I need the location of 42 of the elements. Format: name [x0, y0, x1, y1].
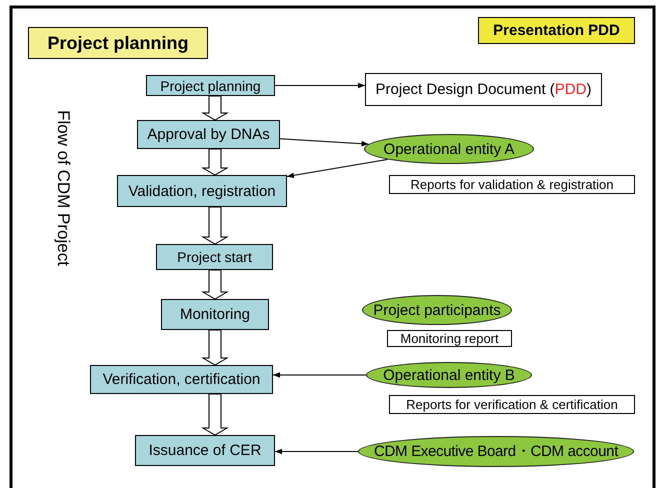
node-text: Validation, registration: [128, 182, 276, 200]
node-text: Presentation PDD: [493, 22, 620, 39]
text-box: [387, 330, 512, 347]
heading-box: [28, 27, 208, 59]
arrow: [286, 158, 388, 178]
node-text: Project planning: [47, 32, 188, 54]
text-box: [389, 395, 635, 414]
arrow: [274, 82, 366, 88]
block-arrow: [201, 270, 229, 300]
block-arrow: [201, 206, 229, 245]
node-text: Approval by DNAs: [147, 126, 270, 143]
node-text: Verification, certification: [102, 371, 260, 388]
process-box: [137, 120, 280, 149]
node-text: Operational entity B: [383, 366, 515, 384]
heading-box: [478, 17, 635, 44]
node-text: Project participants: [373, 302, 501, 318]
node-text: Reports for validation & registration: [410, 177, 614, 192]
process-box: [161, 299, 269, 330]
block-arrow: [201, 330, 229, 366]
node-text: CDM Executive Board・CDM account: [374, 442, 618, 461]
arrow: [272, 372, 366, 378]
node-text: Project Design Document (PDD): [376, 81, 592, 98]
block-arrow: [201, 394, 229, 436]
text-box: [365, 73, 602, 106]
process-box: [146, 75, 275, 96]
process-box: [90, 365, 273, 394]
arrow: [280, 138, 370, 147]
node-text: Issuance of CER: [148, 442, 262, 459]
node-text: Monitoring report: [400, 331, 499, 346]
vertical-title: Flow of CDM Project: [53, 109, 74, 268]
process-box: [135, 435, 275, 466]
node-text: Project planning: [160, 78, 261, 94]
block-arrow: [201, 148, 229, 176]
text-box: [389, 175, 635, 194]
node-text: Monitoring: [180, 306, 250, 323]
arrow: [274, 448, 358, 454]
node-text: Reports for verification & certification: [406, 397, 618, 412]
node-text: Operational entity A: [384, 140, 514, 158]
process-box: [117, 175, 287, 207]
process-box: [156, 244, 273, 270]
block-arrow: [201, 96, 229, 121]
node-text: Project start: [177, 249, 252, 265]
